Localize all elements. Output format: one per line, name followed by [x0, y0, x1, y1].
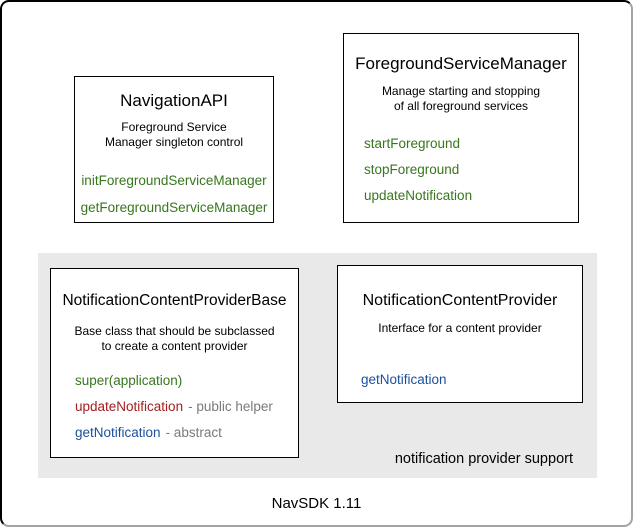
method-label: super(application) — [75, 373, 183, 388]
method-list: initForegroundServiceManager getForegrou… — [75, 173, 273, 216]
method-list: super(application) updateNotification - p… — [51, 373, 298, 441]
method-list: getNotification — [338, 372, 582, 388]
diagram-title: NavSDK 1.11 — [271, 495, 362, 512]
method-init-foreground-service-manager: initForegroundServiceManager — [75, 173, 273, 189]
method-update-notification: updateNotification - public helper — [75, 399, 298, 415]
method-label: updateNotification — [75, 399, 184, 414]
method-super-application: super(application) — [75, 373, 298, 389]
method-stop-foreground: stopForeground — [364, 162, 578, 178]
class-description: Interface for a content provider — [338, 321, 582, 336]
method-label: startForeground — [364, 136, 461, 151]
class-description: Manage starting and stopping of all fore… — [344, 84, 578, 114]
class-description-line: Manage starting and stopping — [381, 84, 541, 98]
class-description: Foreground Service Manager singleton con… — [75, 120, 273, 150]
class-box-notification-content-provider: NotificationContentProvider Interface fo… — [337, 265, 583, 403]
method-update-notification: updateNotification — [364, 188, 578, 204]
method-label: getForegroundServiceManager — [80, 200, 268, 215]
class-description-line: Foreground Service — [121, 120, 227, 134]
panel-caption: notification provider support — [394, 451, 573, 467]
class-description: Base class that should be subclassed to … — [51, 324, 298, 354]
method-get-notification: getNotification — [361, 372, 582, 388]
method-label: updateNotification — [364, 188, 473, 203]
class-title: NavigationAPI — [120, 91, 228, 110]
class-title: NotificationContentProvider — [362, 292, 558, 309]
class-description-line: Manager singleton control — [104, 135, 244, 149]
method-get-foreground-service-manager: getForegroundServiceManager — [75, 200, 273, 216]
method-start-foreground: startForeground — [364, 136, 578, 152]
method-annotation: - abstract — [165, 425, 222, 440]
class-box-navigation-api: NavigationAPI Foreground Service Manager… — [74, 76, 274, 223]
class-description-line: of all foreground services — [393, 99, 529, 113]
method-label: getNotification — [75, 425, 161, 440]
method-label: initForegroundServiceManager — [81, 173, 267, 188]
class-description-line: Base class that should be subclassed — [74, 324, 275, 338]
method-annotation: - public helper — [188, 399, 273, 414]
class-title: ForegroundServiceManager — [355, 54, 567, 73]
class-description-line: Interface for a content provider — [378, 321, 542, 335]
method-label: stopForeground — [364, 162, 460, 177]
method-list: startForeground stopForeground updateNot… — [344, 136, 578, 204]
class-description-line: to create a content provider — [101, 339, 248, 353]
method-label: getNotification — [361, 372, 447, 387]
class-box-notification-content-provider-base: NotificationContentProviderBase Base cla… — [50, 268, 299, 458]
notification-support-panel: NotificationContentProviderBase Base cla… — [38, 253, 597, 478]
class-box-foreground-service-manager: ForegroundServiceManager Manage starting… — [343, 33, 579, 223]
method-get-notification: getNotification - abstract — [75, 425, 298, 441]
class-title: NotificationContentProviderBase — [62, 292, 287, 309]
